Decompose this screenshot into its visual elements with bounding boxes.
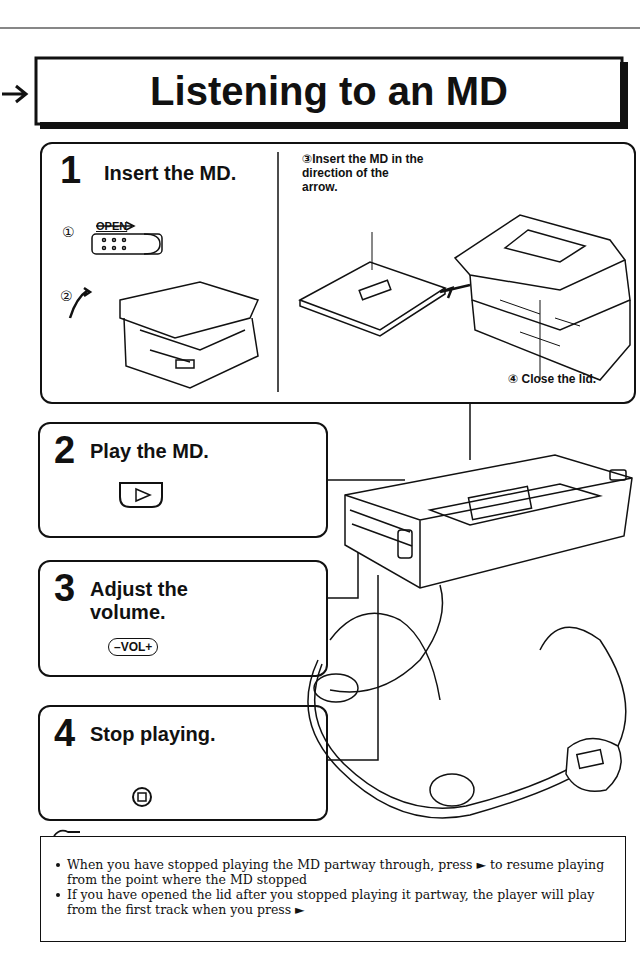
step-heading: Insert the MD.	[104, 162, 236, 185]
button-label: –VOL+	[108, 638, 158, 656]
instruction-text: ③Insert the MD in the direction of the a…	[302, 152, 426, 194]
step-number: 2	[54, 430, 75, 470]
step-panel: 1 Insert the MD. ① OPEN ② ③Insert the MD in t…	[40, 142, 636, 404]
switch-label: OPEN	[96, 220, 127, 232]
step-box: 3 Adjust the volume. –VOL+	[38, 560, 328, 677]
bullet-dot	[56, 863, 60, 867]
note-box: When you have stopped playing the MD par…	[40, 836, 626, 942]
rule-line	[0, 27, 640, 28]
remote-control	[540, 627, 626, 791]
step-heading: Stop playing.	[90, 723, 216, 746]
play-button	[120, 483, 162, 507]
step-number: 1	[60, 150, 81, 190]
note-text: If you have opened the lid after you sto…	[67, 887, 619, 917]
pointer-arrow	[2, 86, 26, 102]
leader-line	[327, 403, 470, 760]
stop-button	[133, 788, 151, 806]
title-shadow	[620, 62, 628, 129]
divider-line	[277, 152, 279, 392]
step-box: 4 Stop playing.	[38, 705, 328, 821]
minidisc	[300, 232, 445, 336]
bullet-dot	[56, 893, 60, 897]
open-lid-drawing	[70, 282, 258, 388]
step-heading: Play the MD.	[90, 440, 209, 463]
step-box: 2 Play the MD.	[38, 422, 328, 538]
step-number: 3	[54, 568, 75, 608]
callout-number: ①	[62, 224, 75, 240]
open-player-drawing	[440, 215, 630, 380]
step-number: 4	[54, 713, 75, 753]
md-player	[345, 455, 632, 588]
headphones	[308, 585, 600, 818]
callout-number: ②	[60, 288, 73, 304]
note-text: When you have stopped playing the MD par…	[67, 857, 619, 887]
title-shadow	[40, 122, 626, 129]
step-heading: Adjust the volume.	[90, 578, 210, 624]
page-title: Listening to an MD	[40, 68, 618, 114]
title-frame	[36, 58, 622, 124]
instruction-text: ④ Close the lid.	[508, 372, 596, 386]
